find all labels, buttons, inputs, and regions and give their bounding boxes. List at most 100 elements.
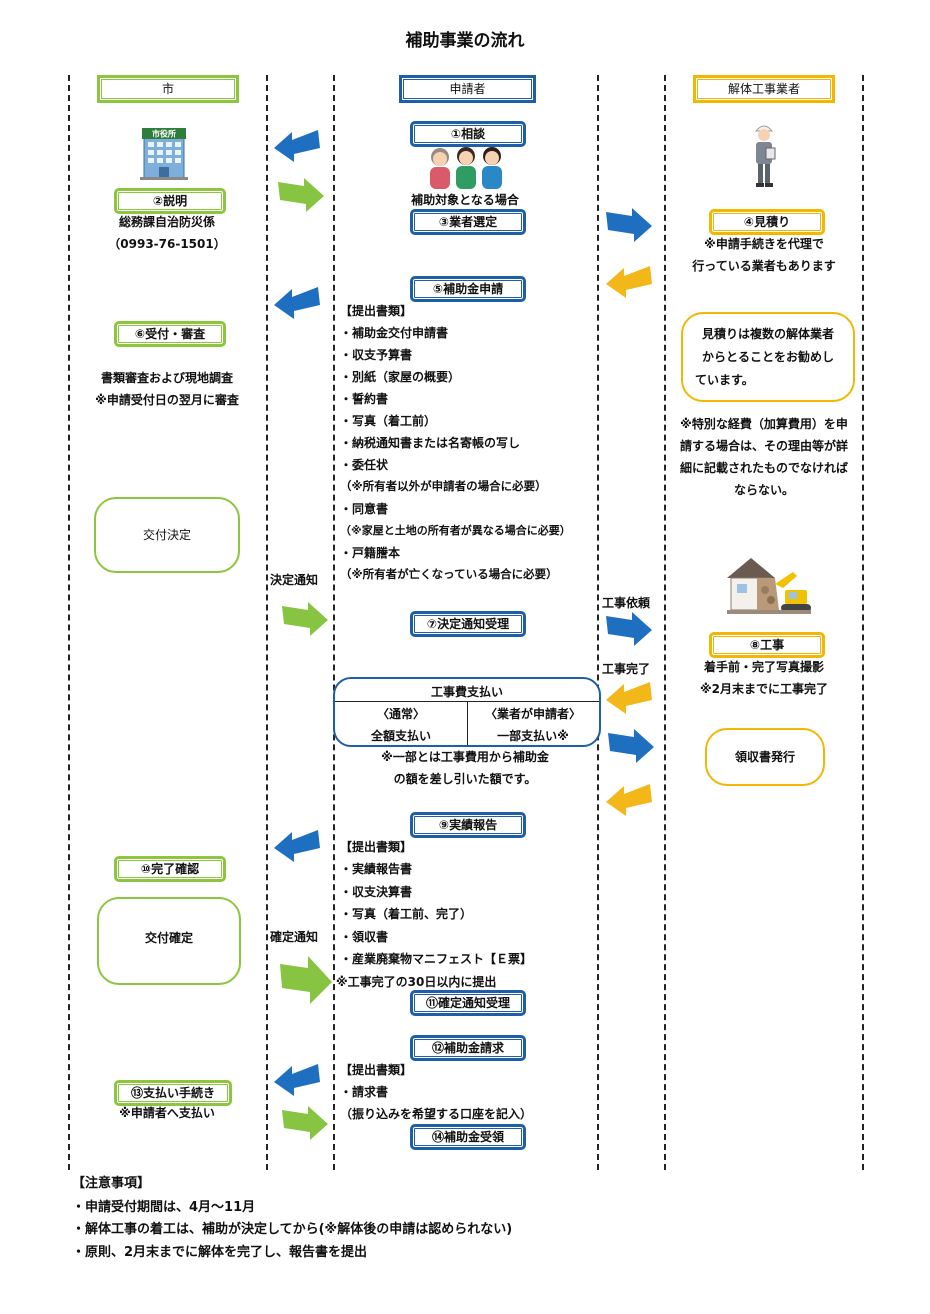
city-department: 総務課自治防災係 <box>118 215 215 229</box>
step-8-construction: ⑧工事 <box>709 632 825 658</box>
note-item: ・原則、2月末までに解体を完了し、報告書を提出 <box>72 1245 368 1260</box>
construction-note-line1: 着手前・完了写真撮影 <box>703 660 824 674</box>
report-docs-heading: 【提出書類】 <box>340 840 413 854</box>
lane-header-city: 市 <box>97 75 239 103</box>
review-schedule-note: ※申請受付日の翌月に審査 <box>95 393 239 407</box>
city-phone: （0993-76-1501） <box>108 237 226 251</box>
arrow-right-blue-icon <box>606 612 652 646</box>
step-1-consultation: ①相談 <box>410 121 526 147</box>
page-title: 補助事業の流れ <box>405 31 525 51</box>
confirm-notice-label: 確定通知 <box>270 930 319 944</box>
work-complete-label: 工事完了 <box>602 662 651 676</box>
construction-worker-icon <box>748 121 780 187</box>
lane-divider <box>333 75 335 1170</box>
arrow-left-blue-icon <box>274 287 320 319</box>
lane-divider <box>862 75 864 1170</box>
lane-header-applicant: 申請者 <box>399 75 536 103</box>
lane-divider <box>664 75 666 1170</box>
grant-confirmation-box: 交付確定 <box>97 897 241 985</box>
list-item: （振り込みを希望する口座を記入） <box>340 1107 533 1121</box>
step-11-confirmation-received: ⑪確定通知受理 <box>410 990 526 1016</box>
list-item: ・納税通知書または名寄帳の写し <box>340 436 521 450</box>
step-6-review: ⑥受付・審査 <box>114 321 226 347</box>
step-4-estimate: ④見積り <box>709 209 825 235</box>
construction-payment-box: 工事費支払い 〈通常〉 全額支払い 〈業者が申請者〉 一部支払い※ <box>333 677 601 747</box>
payment-note: ※申請者へ支払い <box>119 1106 215 1120</box>
payment-note-line1: ※一部とは工事費用から補助金 <box>381 750 549 764</box>
work-request-label: 工事依頼 <box>602 596 651 610</box>
list-item: ・領収書 <box>340 929 389 944</box>
list-item: ※工事完了の30日以内に提出 <box>336 974 497 989</box>
lane-header-contractor: 解体工事業者 <box>693 75 835 103</box>
eligible-case-label: 補助対象となる場合 <box>411 193 519 207</box>
notes-heading: 【注意事項】 <box>72 1176 151 1191</box>
consulting-family-icon <box>426 145 506 189</box>
step-12-subsidy-claim: ⑫補助金請求 <box>410 1035 526 1061</box>
list-item: ・誓約書 <box>340 392 389 406</box>
arrow-left-blue-icon <box>274 1064 320 1096</box>
arrow-left-yellow-icon <box>606 682 652 714</box>
payment-normal-value: 全額支払い <box>370 729 431 743</box>
advice-line: 見積りは複数の解体業者 <box>701 327 834 341</box>
step-13-payment-procedure: ⑬支払い手続き <box>114 1080 232 1106</box>
step-10-completion-check: ⑩完了確認 <box>114 856 226 882</box>
arrow-right-blue-icon <box>606 208 652 242</box>
grant-decision-box: 交付決定 <box>94 497 240 573</box>
lane-divider <box>597 75 599 1170</box>
advice-line: からとることをお勧めし <box>701 350 834 364</box>
list-item: （※所有者が亡くなっている場合に必要） <box>340 567 558 581</box>
arrow-left-yellow-icon <box>606 266 652 298</box>
advice-line: ています。 <box>695 373 754 387</box>
payment-agent-value: 一部支払い※ <box>497 729 569 743</box>
list-item: ・戸籍謄本 <box>340 546 401 560</box>
arrow-right-blue-icon <box>608 729 654 763</box>
divider <box>467 701 468 745</box>
application-docs-heading: 【提出書類】 <box>340 304 413 318</box>
payment-note-line2: の額を差し引いた額です。 <box>393 772 537 786</box>
note-item: ・申請受付期間は、4月～11月 <box>72 1200 256 1215</box>
review-note: 書類審査および現地調査 <box>100 371 233 385</box>
list-item: ・収支予算書 <box>340 348 413 362</box>
estimate-note-line1: ※申請手続きを代理で <box>704 237 824 251</box>
demolition-house-excavator-icon <box>723 554 815 616</box>
estimate-advice-box: 見積りは複数の解体業者 からとることをお勧めし ています。 <box>681 312 855 402</box>
step-14-subsidy-received: ⑭補助金受領 <box>410 1124 526 1150</box>
list-item: ・写真（着工前） <box>340 414 437 428</box>
list-item: ・収支決算書 <box>340 884 413 899</box>
arrow-right-green-icon <box>282 602 328 636</box>
list-item: ・実績報告書 <box>340 862 413 876</box>
list-item: （※家屋と土地の所有者が異なる場合に必要） <box>340 524 571 537</box>
application-docs-list: ・補助金交付申請書 ・収支予算書 ・別紙（家屋の概要） ・誓約書 ・写真（着工前… <box>340 324 595 588</box>
lane-divider <box>266 75 268 1170</box>
grant-confirmation-label: 交付確定 <box>144 931 193 945</box>
list-item: ・委任状 <box>340 458 389 472</box>
payment-normal-heading: 〈通常〉 <box>376 707 425 721</box>
claim-docs-heading: 【提出書類】 <box>340 1063 413 1077</box>
special-expense-note: ※特別な経費（加算費用）を申 <box>680 417 848 431</box>
arrow-left-blue-icon <box>274 130 320 162</box>
list-item: ・請求書 <box>340 1085 389 1099</box>
lane-divider <box>68 75 70 1170</box>
step-9-results-report: ⑨実績報告 <box>410 812 526 838</box>
receipt-issue-box: 領収書発行 <box>705 728 825 786</box>
city-hall-sign: 市役所 <box>152 129 176 139</box>
payment-agent-heading: 〈業者が申請者〉 <box>484 707 581 721</box>
list-item: ・補助金交付申請書 <box>340 326 449 340</box>
city-hall-icon: 市役所 <box>138 126 190 180</box>
step-5-subsidy-application: ⑤補助金申請 <box>410 276 526 302</box>
construction-note-line2: ※2月末までに工事完了 <box>699 682 829 696</box>
arrow-left-blue-icon <box>274 830 320 862</box>
step-3-contractor-selection: ③業者選定 <box>410 209 526 235</box>
decision-notice-label: 決定通知 <box>270 573 319 587</box>
list-item: ・産業廃棄物マニフェスト【Ｅ票】 <box>340 952 533 966</box>
special-expense-note: ならない。 <box>733 483 794 497</box>
step-2-explanation: ②説明 <box>114 188 226 214</box>
special-expense-note: 請する場合は、その理由等が詳 <box>679 439 848 453</box>
estimate-note-line2: 行っている業者もあります <box>692 259 836 273</box>
arrow-right-green-icon <box>280 956 332 1004</box>
list-item: ・写真（着工前、完了） <box>340 907 473 921</box>
payment-title: 工事費支払い <box>430 685 503 699</box>
step-7-decision-received: ⑦決定通知受理 <box>410 611 526 637</box>
report-docs-list: ・実績報告書 ・収支決算書 ・写真（着工前、完了） ・領収書 ・産業廃棄物マニフ… <box>336 860 595 995</box>
arrow-right-green-icon <box>278 178 324 212</box>
